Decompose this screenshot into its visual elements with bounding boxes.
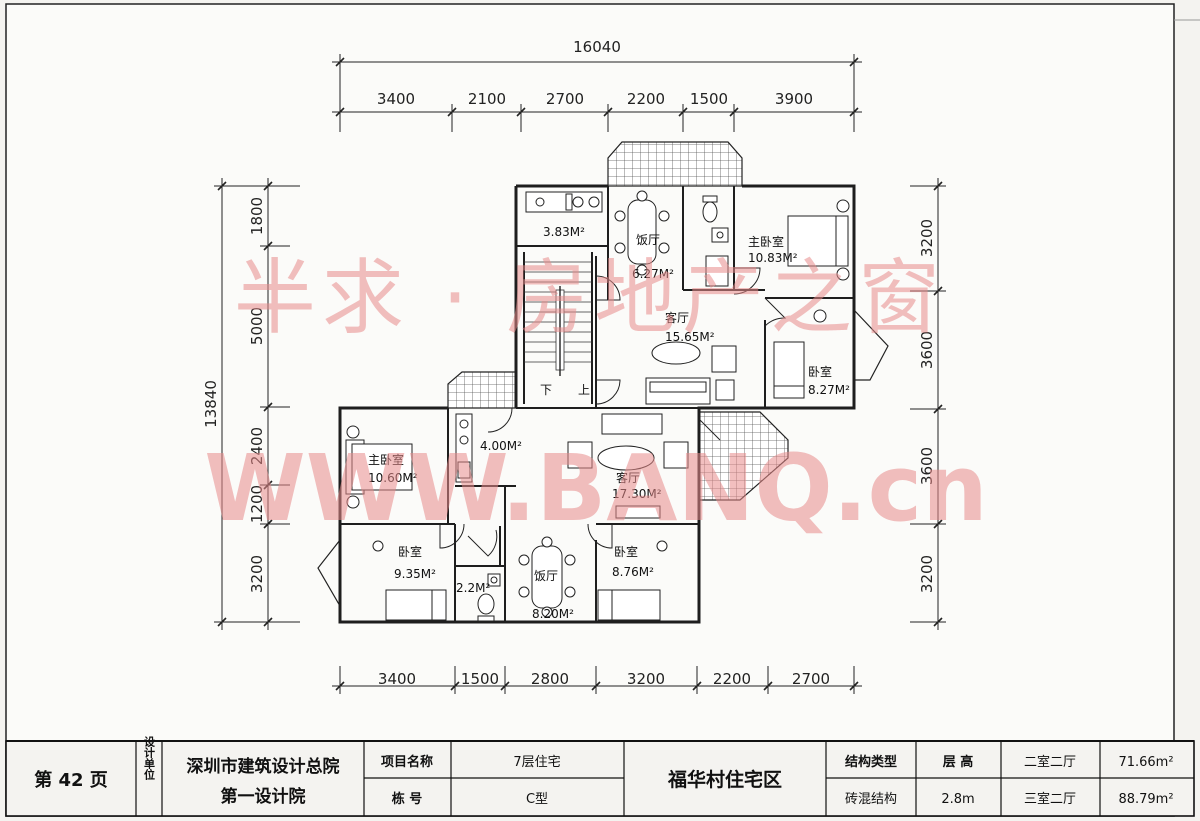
living-bottom-label: 客厅 bbox=[616, 470, 640, 485]
balcony-top bbox=[607, 141, 743, 187]
bottom-dim-6: 2700 bbox=[792, 670, 830, 688]
bedroom-right-label: 卧室 bbox=[808, 364, 832, 379]
bottom-dim-2: 1500 bbox=[461, 670, 499, 688]
bathroom-fixtures bbox=[477, 195, 729, 622]
left-dim-2: 5000 bbox=[248, 307, 266, 345]
right-dim-3: 3600 bbox=[918, 447, 936, 485]
master-top-label: 主卧室 bbox=[748, 234, 784, 249]
watermark-cn: 半求 · 房地产之窗 bbox=[234, 251, 946, 346]
dining-bottom-label: 饭厅 bbox=[534, 569, 558, 583]
bottom-dim-4: 3200 bbox=[627, 670, 665, 688]
unit2-area: 88.79m² bbox=[1118, 792, 1173, 807]
total-width-label: 16040 bbox=[573, 38, 621, 56]
design-unit-name: 深圳市建筑设计总院 bbox=[187, 756, 340, 777]
unit1-area: 71.66m² bbox=[1118, 755, 1173, 770]
top-dim-1: 3400 bbox=[377, 90, 415, 108]
bath-bottom-area: 2.2M² bbox=[456, 581, 490, 595]
right-dim-2: 3600 bbox=[918, 331, 936, 369]
building-no-label: 栋 号 bbox=[392, 791, 423, 807]
project-name-label: 项目名称 bbox=[381, 754, 433, 770]
design-unit-label: 设计单位 bbox=[143, 735, 156, 781]
top-dim-6: 3900 bbox=[775, 90, 813, 108]
doors bbox=[439, 267, 787, 557]
top-dim-4: 2200 bbox=[627, 90, 665, 108]
left-dim-5: 3200 bbox=[248, 555, 266, 593]
bottom-dim-1: 3400 bbox=[378, 670, 416, 688]
building-no: C型 bbox=[526, 792, 548, 807]
bottom-dim-5: 2200 bbox=[713, 670, 751, 688]
top-dim-5: 1500 bbox=[690, 90, 728, 108]
bottom-dim-3: 2800 bbox=[531, 670, 569, 688]
beds bbox=[345, 199, 850, 621]
balconies bbox=[317, 141, 889, 609]
dining-tables bbox=[518, 190, 670, 618]
left-dim-1: 1800 bbox=[248, 197, 266, 235]
watermark-url: WWW.BANQ.cn bbox=[204, 435, 987, 542]
district-name: 福华村住宅区 bbox=[667, 768, 782, 791]
interior-walls bbox=[340, 186, 854, 622]
living-furniture bbox=[567, 341, 737, 519]
kitchen-mid-area: 4.00M² bbox=[480, 439, 522, 453]
bedroom-mid-label: 卧室 bbox=[614, 544, 638, 559]
stair-down-label: 下 bbox=[540, 383, 552, 397]
balcony-left bbox=[447, 371, 517, 409]
floor-height-label: 层 高 bbox=[943, 754, 974, 770]
exterior-walls bbox=[338, 184, 856, 624]
left-dim-3: 2400 bbox=[248, 427, 266, 465]
dining-bottom-area: 8.20M² bbox=[532, 607, 574, 621]
dining-top-area: 6.27M² bbox=[632, 267, 674, 281]
project-name: 7层住宅 bbox=[513, 755, 560, 770]
page-number: 第 42 页 bbox=[34, 769, 108, 791]
bedroom-left-label: 卧室 bbox=[398, 544, 422, 559]
master-left-area: 10.60M² bbox=[368, 471, 418, 485]
floor-height-value: 2.8m bbox=[941, 792, 974, 807]
right-dim-1: 3200 bbox=[918, 219, 936, 257]
left-dim-4: 1200 bbox=[248, 485, 266, 523]
total-height-label: 13840 bbox=[202, 380, 220, 428]
stair-up-label: 上 bbox=[578, 383, 590, 397]
drawing-border bbox=[5, 3, 1175, 817]
dining-top-label: 饭厅 bbox=[636, 233, 660, 247]
right-dim-4: 3200 bbox=[918, 555, 936, 593]
bedroom-left-area: 9.35M² bbox=[394, 567, 436, 581]
unit2-type: 三室二厅 bbox=[1024, 791, 1076, 807]
kitchen-fixtures bbox=[455, 191, 603, 483]
unit1-type: 二室二厅 bbox=[1024, 754, 1076, 770]
bedroom-mid-area: 8.76M² bbox=[612, 565, 654, 579]
living-top-label: 客厅 bbox=[665, 310, 689, 325]
master-top-area: 10.83M² bbox=[748, 251, 798, 265]
top-dim-3: 2700 bbox=[546, 90, 584, 108]
structure-label: 结构类型 bbox=[845, 754, 897, 770]
master-left-label: 主卧室 bbox=[368, 452, 404, 467]
title-block: 第 42 页 设计单位 深圳市建筑设计总院 第一设计院 项目名称 7层住宅 栋 … bbox=[5, 735, 1195, 817]
kitchen-top-area: 3.83M² bbox=[543, 225, 585, 239]
bedroom-right-area: 8.27M² bbox=[808, 383, 850, 397]
structure-value: 砖混结构 bbox=[845, 792, 897, 807]
living-top-area: 15.65M² bbox=[665, 330, 715, 344]
staircase bbox=[524, 261, 592, 376]
design-unit-sub: 第一设计院 bbox=[221, 786, 306, 807]
top-dim-2: 2100 bbox=[468, 90, 506, 108]
living-bottom-area: 17.30M² bbox=[612, 487, 662, 501]
